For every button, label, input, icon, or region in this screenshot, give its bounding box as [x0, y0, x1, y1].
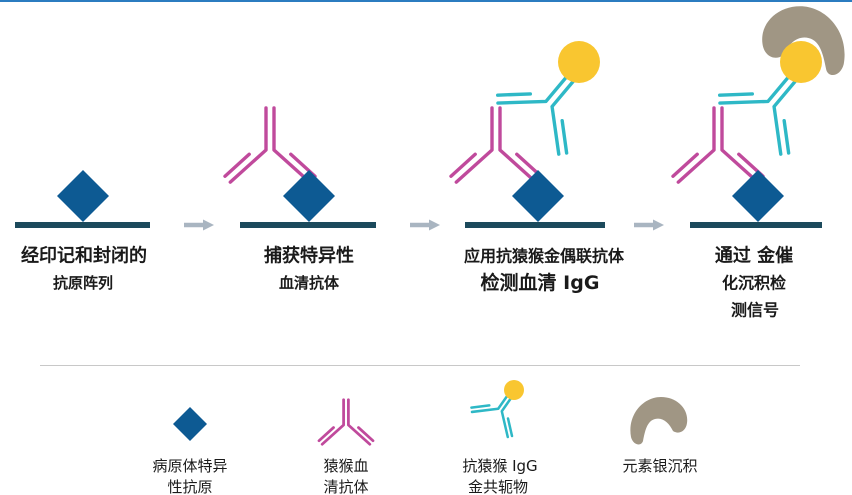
silver-deposit-icon	[630, 397, 688, 445]
legend-item-gold-conjugate: 抗猿猴 IgG 金共轭物	[462, 375, 538, 495]
legend-item-antigen: 病原体特异 性抗原	[152, 407, 228, 495]
substrate-bar	[465, 222, 605, 228]
top-accent-rule	[0, 0, 852, 2]
antigen-diamond-icon	[57, 170, 109, 222]
substrate-bar	[240, 222, 376, 228]
gold-particle-icon	[558, 41, 600, 83]
legend-label-line-2: 金共轭物	[468, 478, 528, 495]
antigen-diamond-icon	[283, 170, 335, 222]
antigen-diamond-icon	[173, 407, 207, 441]
serum-antibody-icon	[449, 106, 543, 184]
substrate-bar	[15, 222, 150, 228]
serum-antibody-icon	[223, 106, 317, 184]
step-3-label-line-1: 应用抗猿猴金偶联抗体	[464, 247, 625, 266]
step-4-label-line-2: 化沉积检	[722, 274, 786, 293]
gold-particle-icon	[780, 41, 822, 83]
serum-antibody-icon	[671, 106, 765, 184]
step-4-panel: 通过 金催 化沉积检 测信号	[671, 6, 845, 320]
process-arrow-icon	[634, 220, 664, 231]
step-1-label-line-2: 抗原阵列	[53, 274, 113, 292]
serum-antibody-icon	[317, 398, 375, 446]
legend-label-line-2: 清抗体	[323, 478, 368, 495]
step-1-panel: 经印记和封闭的 抗原阵列	[15, 170, 150, 292]
conjugate-antibody-icon	[468, 375, 535, 440]
step-4-label-line-3: 测信号	[731, 301, 779, 320]
step-3-panel: 应用抗猿猴金偶联抗体 检测血清 IgG	[449, 41, 625, 294]
legend: 病原体特异 性抗原 猿猴血 清抗体 抗猿猴 IgG 金共轭物 元素银沉积	[152, 375, 698, 495]
antigen-diamond-icon	[732, 170, 784, 222]
legend-item-serum-antibody: 猿猴血 清抗体	[317, 398, 375, 495]
step-3-label-line-2: 检测血清 IgG	[481, 271, 600, 294]
legend-label-line-1: 元素银沉积	[622, 457, 697, 475]
legend-label-line-2: 性抗原	[167, 478, 212, 495]
gold-particle-icon	[504, 380, 524, 400]
antigen-diamond-icon	[512, 170, 564, 222]
legend-label-line-1: 病原体特异	[152, 457, 227, 475]
process-arrow-icon	[410, 220, 440, 231]
step-2-label-line-2: 血清抗体	[279, 274, 340, 292]
step-1-label-line-1: 经印记和封闭的	[21, 245, 147, 267]
legend-label-line-1: 猿猴血	[323, 457, 368, 475]
legend-item-silver-deposit: 元素银沉积	[622, 397, 698, 475]
step-4-label-line-1: 通过 金催	[715, 245, 793, 267]
step-2-panel: 捕获特异性 血清抗体	[223, 106, 376, 292]
substrate-bar	[690, 222, 822, 228]
process-arrow-icon	[184, 220, 214, 231]
legend-label-line-1: 抗猿猴 IgG	[462, 457, 537, 475]
step-2-label-line-1: 捕获特异性	[264, 245, 354, 267]
